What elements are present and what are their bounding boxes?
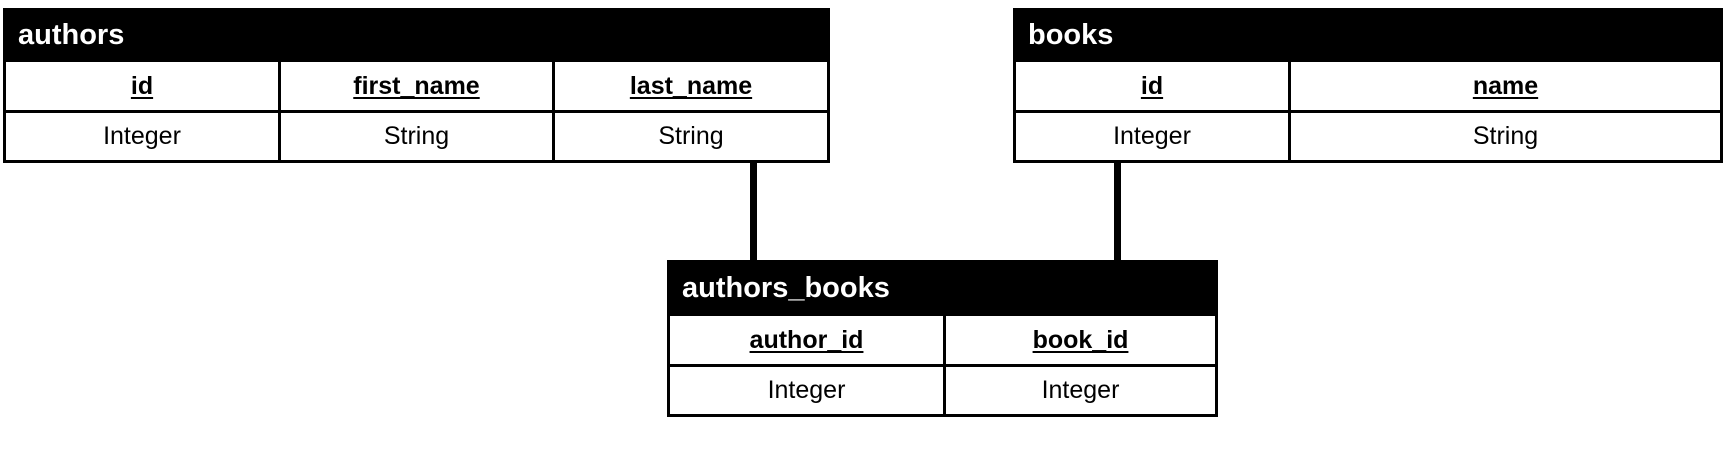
type-authors_books-author_id: Integer <box>767 376 846 404</box>
field-authors-id[interactable]: id <box>6 62 278 110</box>
entity-books-type-row: Integer String <box>1016 113 1720 160</box>
field-books-id[interactable]: id <box>1016 62 1288 110</box>
entity-authors_books-type-row: Integer Integer <box>670 367 1215 414</box>
relationship-line-books-authors_books <box>1114 153 1121 288</box>
entity-authors-title: authors <box>3 8 830 62</box>
type-authors-id: Integer <box>103 122 181 150</box>
entity-authors-field-row: id first_name last_name <box>6 62 827 113</box>
type-authors-first_name: String <box>278 113 552 160</box>
type-authors-last_name: String <box>552 113 827 160</box>
field-label: author_id <box>749 325 864 354</box>
entity-books-body: id name Integer String <box>1013 62 1723 163</box>
entity-authors_books-field-row: author_id book_id <box>670 316 1215 367</box>
field-authors_books-author_id[interactable]: author_id <box>670 316 943 364</box>
relationship-line-authors-authors_books <box>750 153 757 288</box>
entity-authors_books-title: authors_books <box>667 260 1218 316</box>
field-authors-first_name[interactable]: first_name <box>278 62 552 110</box>
field-label: first_name <box>353 71 480 100</box>
entity-authors_books-name: authors_books <box>682 271 890 304</box>
field-label: id <box>130 71 154 100</box>
field-label: id <box>1140 71 1164 100</box>
field-label: book_id <box>1032 325 1129 354</box>
type-authors_books-book_id: Integer <box>943 367 1215 414</box>
entity-authors-type-row: Integer String String <box>6 113 827 160</box>
field-authors_books-book_id[interactable]: book_id <box>943 316 1215 364</box>
type-books-id: Integer <box>1113 122 1191 150</box>
entity-authors_books[interactable]: authors_books author_id book_id Integer … <box>667 260 1218 417</box>
entity-authors[interactable]: authors id first_name last_name Integer … <box>3 8 830 163</box>
entity-books[interactable]: books id name Integer String <box>1013 8 1723 163</box>
field-label: name <box>1472 71 1539 100</box>
field-authors-last_name[interactable]: last_name <box>552 62 827 110</box>
entity-books-title: books <box>1013 8 1723 62</box>
field-books-name[interactable]: name <box>1288 62 1720 110</box>
entity-authors_books-body: author_id book_id Integer Integer <box>667 316 1218 417</box>
entity-authors-name: authors <box>18 18 125 51</box>
type-books-name: String <box>1288 113 1720 160</box>
entity-books-name: books <box>1028 18 1114 51</box>
entity-books-field-row: id name <box>1016 62 1720 113</box>
entity-authors-body: id first_name last_name Integer String S… <box>3 62 830 163</box>
field-label: last_name <box>629 71 753 100</box>
